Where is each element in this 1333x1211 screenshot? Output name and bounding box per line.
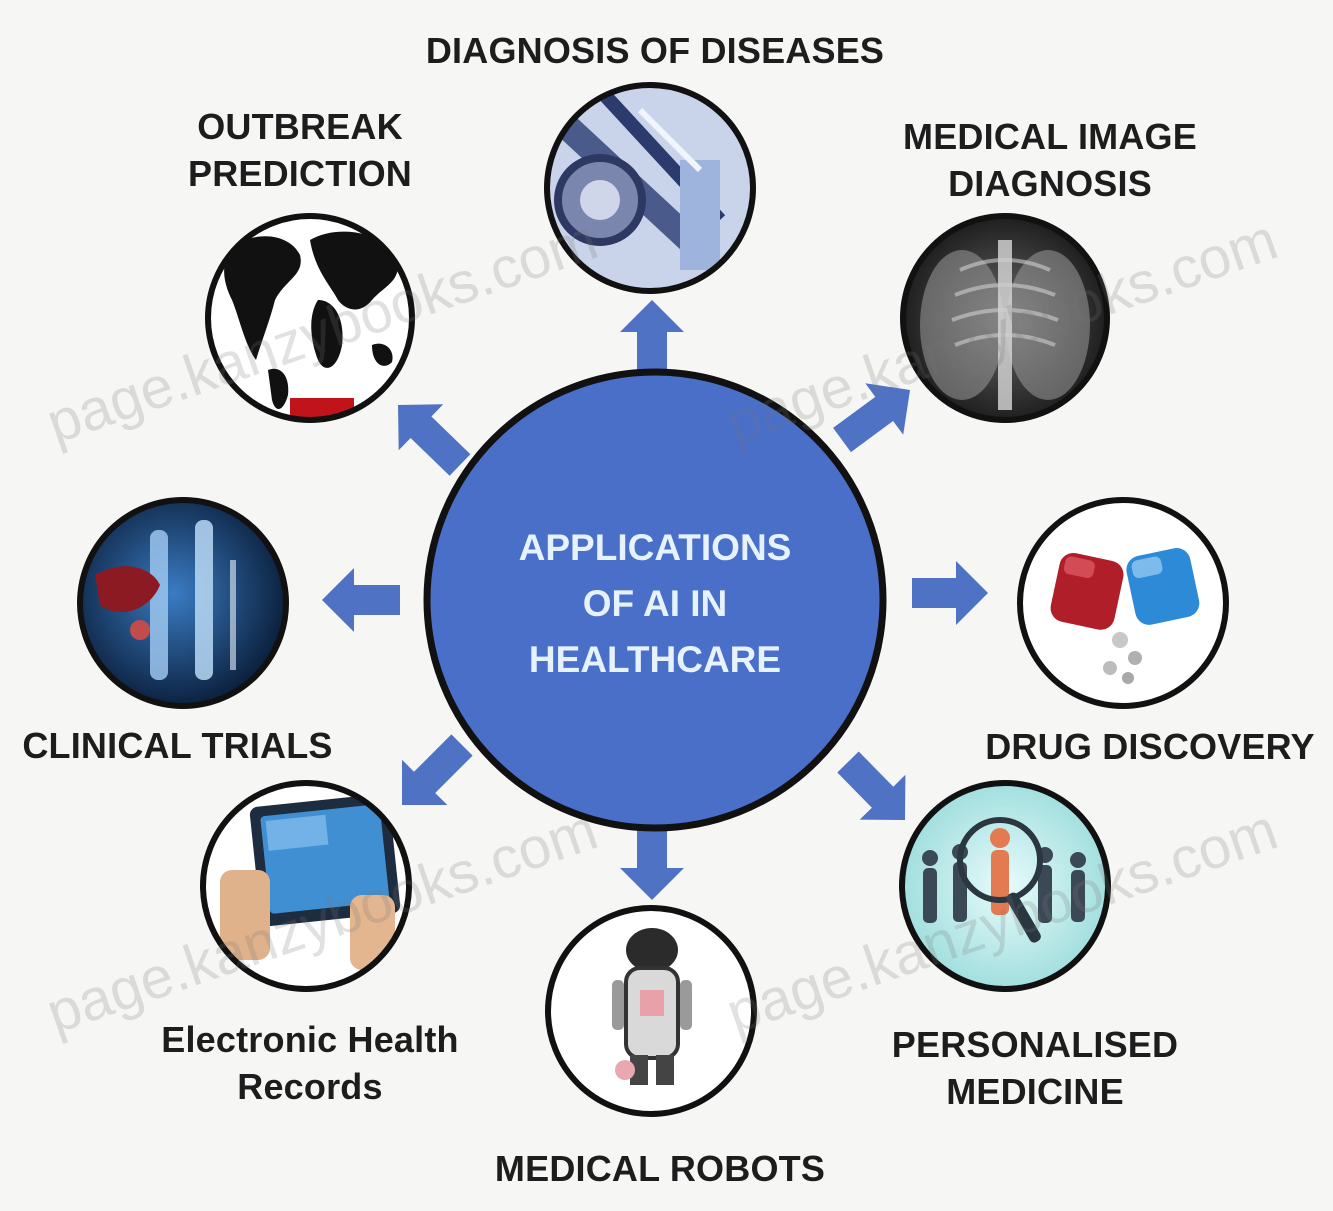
tablet-hands-icon [203, 783, 409, 989]
label-drug-discovery: DRUG DISCOVERY [985, 724, 1315, 771]
center-title-line-3: HEALTHCARE [528, 639, 782, 680]
label-medical-image-diagnosis: MEDICAL IMAGE DIAGNOSIS [895, 114, 1205, 208]
label-drug-line-1: DRUG DISCOVERY [985, 726, 1315, 767]
label-outbreak-line-1: OUTBREAK [197, 106, 403, 147]
robot-icon [548, 908, 754, 1114]
magnifier-people-icon [902, 783, 1108, 989]
arrow-down [620, 828, 684, 900]
label-ehr-line-2: Records [237, 1065, 383, 1107]
label-outbreak-line-2: PREDICTION [187, 152, 412, 194]
label-robots-line-1: MEDICAL ROBOTS [494, 1148, 826, 1189]
arrow-down-right [837, 751, 906, 820]
label-diagnosis-line-1: DIAGNOSIS OF DISEASES [425, 30, 885, 71]
world-map-icon [208, 216, 412, 420]
label-medical-image-line-1: MEDICAL IMAGE [903, 116, 1197, 157]
chest-xray-icon [903, 216, 1107, 420]
label-outbreak-prediction: OUTBREAK PREDICTION [175, 104, 425, 198]
test-tubes-icon [80, 500, 286, 706]
label-clinical-trials: CLINICAL TRIALS [20, 723, 335, 770]
label-medical-robots: MEDICAL ROBOTS [490, 1146, 830, 1193]
capsule-pill-icon [1020, 500, 1226, 706]
label-clinical-line-1: CLINICAL TRIALS [22, 725, 333, 766]
label-personalised-line-2: MEDICINE [946, 1070, 1124, 1112]
label-ehr-line-1: Electronic Health [161, 1019, 459, 1060]
label-personalised-line-1: PERSONALISED [891, 1024, 1179, 1065]
center-title-line-2: OF AI IN [582, 583, 728, 624]
label-diagnosis-of-diseases: DIAGNOSIS OF DISEASES [420, 28, 890, 75]
center-title: APPLICATIONS OF AI IN HEALTHCARE [480, 520, 830, 688]
label-medical-image-line-2: DIAGNOSIS [948, 162, 1152, 204]
connector-arrows [322, 300, 988, 900]
arrow-up [620, 300, 684, 375]
arrow-up-right [833, 383, 910, 453]
arrow-left [322, 568, 400, 632]
center-title-line-1: APPLICATIONS [518, 527, 792, 568]
center-circle [423, 368, 887, 832]
arrow-right [912, 561, 988, 625]
arrow-up-left [398, 404, 471, 476]
label-personalised-medicine: PERSONALISED MEDICINE [890, 1022, 1180, 1116]
label-electronic-health-records: Electronic Health Records [150, 1017, 470, 1111]
stethoscope-icon [547, 85, 753, 291]
arrow-down-left [402, 734, 473, 805]
